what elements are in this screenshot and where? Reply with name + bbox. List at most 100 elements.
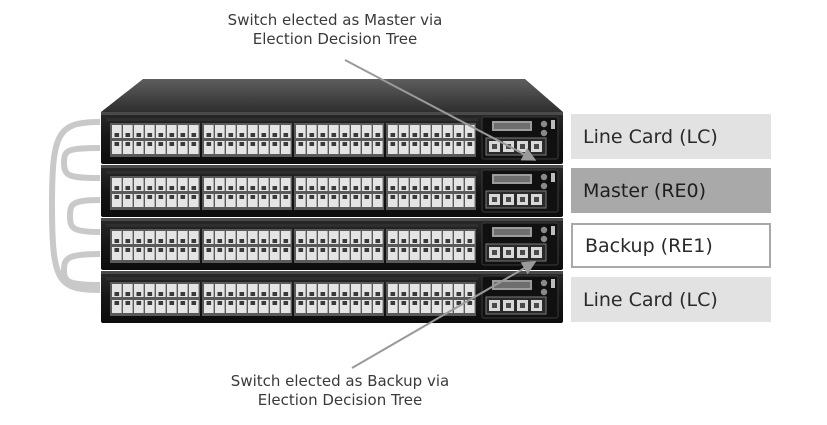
port-latch xyxy=(309,186,315,190)
ethernet-port xyxy=(259,300,269,313)
port-group xyxy=(202,229,292,263)
ethernet-port xyxy=(204,284,214,297)
port-latch xyxy=(390,186,396,190)
port-latch xyxy=(390,133,396,137)
port-latch xyxy=(412,195,418,199)
port-latch xyxy=(191,195,197,199)
ethernet-port xyxy=(134,247,144,260)
port-latch xyxy=(158,142,164,146)
lcd-screen xyxy=(494,282,530,288)
ethernet-port xyxy=(351,194,361,207)
port-latch xyxy=(401,142,407,146)
port-latch xyxy=(309,142,315,146)
port-latch xyxy=(309,195,315,199)
port-latch xyxy=(169,239,175,243)
port-latch xyxy=(412,186,418,190)
ethernet-port xyxy=(362,247,372,260)
ethernet-port xyxy=(226,178,236,191)
menu-button xyxy=(540,173,548,181)
port-latch xyxy=(114,301,120,305)
port-latch xyxy=(342,195,348,199)
port-group xyxy=(386,123,476,157)
port-latch xyxy=(364,248,370,252)
ethernet-port xyxy=(259,178,269,191)
switch-backup xyxy=(101,218,563,270)
ethernet-port xyxy=(167,141,177,154)
port-latch xyxy=(239,292,245,296)
port-latch xyxy=(261,248,267,252)
ethernet-port xyxy=(248,300,258,313)
port-latch xyxy=(401,186,407,190)
port-latch xyxy=(401,195,407,199)
port-latch xyxy=(136,301,142,305)
port-latch xyxy=(320,133,326,137)
port-latch xyxy=(456,133,462,137)
ethernet-port xyxy=(388,284,398,297)
port-latch xyxy=(158,186,164,190)
ethernet-port xyxy=(373,178,383,191)
port-latch xyxy=(180,248,186,252)
ethernet-port xyxy=(454,178,464,191)
port-latch xyxy=(169,133,175,137)
ethernet-port xyxy=(443,194,453,207)
port-latch xyxy=(206,133,212,137)
ethernet-port xyxy=(167,300,177,313)
uplink-port-socket xyxy=(492,197,497,202)
ethernet-port xyxy=(189,284,199,297)
ethernet-port xyxy=(351,125,361,138)
ethernet-port xyxy=(281,247,291,260)
port-latch xyxy=(309,239,315,243)
port-latch xyxy=(298,248,304,252)
ethernet-port xyxy=(362,194,372,207)
ethernet-port xyxy=(145,125,155,138)
ethernet-port xyxy=(123,141,133,154)
ethernet-port xyxy=(388,247,398,260)
port-latch xyxy=(114,133,120,137)
ethernet-port xyxy=(215,178,225,191)
ethernet-port xyxy=(351,247,361,260)
port-latch xyxy=(180,301,186,305)
port-latch xyxy=(467,195,473,199)
ethernet-port xyxy=(454,247,464,260)
port-latch xyxy=(298,133,304,137)
ethernet-port xyxy=(421,300,431,313)
port-latch xyxy=(217,248,223,252)
port-latch xyxy=(147,186,153,190)
port-latch xyxy=(206,142,212,146)
uplink-port-socket xyxy=(520,197,525,202)
lcd-screen xyxy=(494,176,530,182)
ethernet-port xyxy=(156,231,166,244)
port-latch xyxy=(125,301,131,305)
port-latch xyxy=(206,195,212,199)
role-label-text: Backup (RE1) xyxy=(585,234,713,257)
port-latch xyxy=(434,195,440,199)
port-latch xyxy=(239,133,245,137)
ethernet-port xyxy=(296,300,306,313)
ethernet-port xyxy=(351,178,361,191)
usb-port xyxy=(551,279,555,288)
ethernet-port xyxy=(373,231,383,244)
port-label-strip xyxy=(106,224,478,227)
ethernet-port xyxy=(373,141,383,154)
ethernet-port xyxy=(318,300,328,313)
port-latch xyxy=(401,301,407,305)
ethernet-port xyxy=(296,141,306,154)
ethernet-port xyxy=(226,300,236,313)
uplink-port-socket xyxy=(520,250,525,255)
port-latch xyxy=(114,195,120,199)
ethernet-port xyxy=(362,141,372,154)
ethernet-port xyxy=(248,194,258,207)
ethernet-port xyxy=(443,284,453,297)
ethernet-port xyxy=(410,284,420,297)
port-latch xyxy=(445,248,451,252)
port-group xyxy=(110,229,200,263)
ethernet-port xyxy=(340,194,350,207)
port-latch xyxy=(125,239,131,243)
port-latch xyxy=(228,239,234,243)
lcd-screen xyxy=(494,123,530,129)
port-latch xyxy=(401,133,407,137)
port-latch xyxy=(364,292,370,296)
ethernet-port xyxy=(189,125,199,138)
role-label-master: Master (RE0) xyxy=(571,168,771,213)
port-latch xyxy=(445,301,451,305)
